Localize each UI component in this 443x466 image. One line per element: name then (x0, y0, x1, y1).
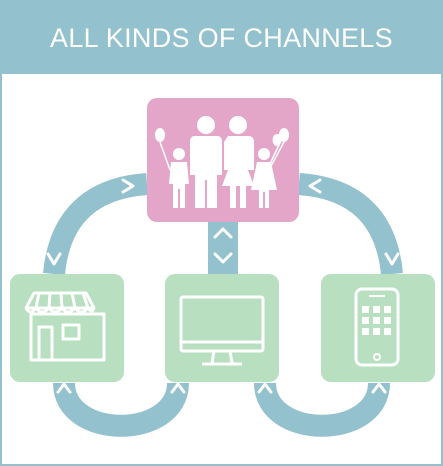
chevron-down-icon (213, 252, 233, 264)
chevron-up-icon (213, 227, 233, 239)
desktop-monitor-icon (179, 295, 265, 366)
chevron-up-icon (56, 382, 72, 394)
storefront-icon (24, 291, 106, 362)
family-icon (155, 116, 289, 208)
node-mobile (321, 274, 435, 382)
arc-customers-to-mobile (297, 173, 403, 276)
arc-computer-to-mobile (254, 381, 390, 437)
chevron-down-icon (46, 252, 62, 266)
page-title: ALL KINDS OF CHANNELS (50, 22, 393, 53)
arc-store-to-computer (53, 381, 189, 437)
chevron-up-icon (257, 382, 273, 394)
chevron-up-icon (170, 382, 186, 394)
node-customers (147, 98, 299, 222)
chevron-left-icon (308, 178, 322, 194)
chevron-down-icon (384, 252, 400, 266)
node-store (10, 274, 124, 382)
arc-customers-to-store (43, 173, 149, 276)
chevron-up-icon (371, 382, 387, 394)
smartphone-icon (354, 287, 400, 367)
node-computer (165, 274, 279, 382)
chevron-right-icon (121, 178, 135, 194)
title-banner: ALL KINDS OF CHANNELS (2, 2, 441, 74)
